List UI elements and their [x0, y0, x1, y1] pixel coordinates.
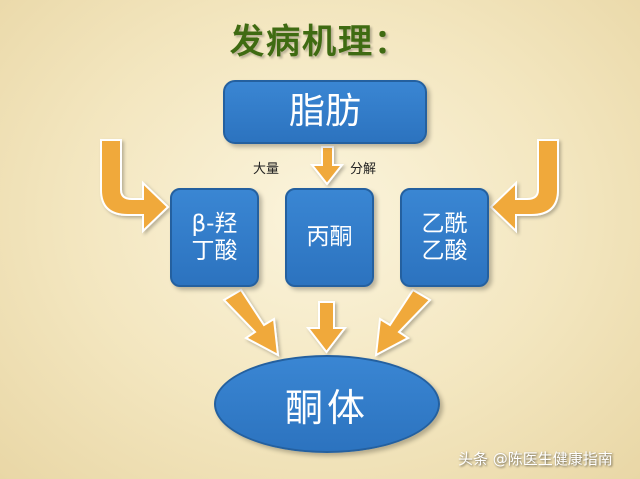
diagonal-arrow-acac-ketone [374, 288, 432, 357]
ketone-label: 酮体 [284, 385, 369, 430]
decompose-label: 分解 [350, 162, 377, 177]
page-title: 发病机理： [230, 22, 410, 62]
acetone-box: 丙酮 [285, 188, 374, 287]
down-arrow-acetone-ketone [305, 301, 348, 354]
ketone-body-ellipse: 酮体 [214, 355, 440, 453]
fat-label: 脂肪 [288, 91, 361, 133]
diagonal-arrow-bhb-ketone [222, 288, 280, 357]
bhb-label-line1: β-羟 [191, 211, 238, 238]
acetoacetate-box: 乙酰 乙酸 [400, 188, 489, 287]
down-arrow-fat-acetone [309, 146, 345, 186]
curved-arrow-right [489, 139, 559, 234]
acac-label-line2: 乙酸 [421, 237, 468, 264]
acetone-label: 丙酮 [306, 224, 353, 251]
curved-arrow-left [100, 139, 170, 234]
beta-hydroxybutyrate-box: β-羟 丁酸 [170, 188, 259, 287]
bhb-label-line2: 丁酸 [191, 237, 238, 264]
large-amount-label: 大量 [253, 162, 280, 177]
acac-label-line1: 乙酰 [421, 211, 468, 238]
fat-box: 脂肪 [223, 80, 427, 144]
watermark: 头条 @陈医生健康指南 [458, 450, 613, 468]
